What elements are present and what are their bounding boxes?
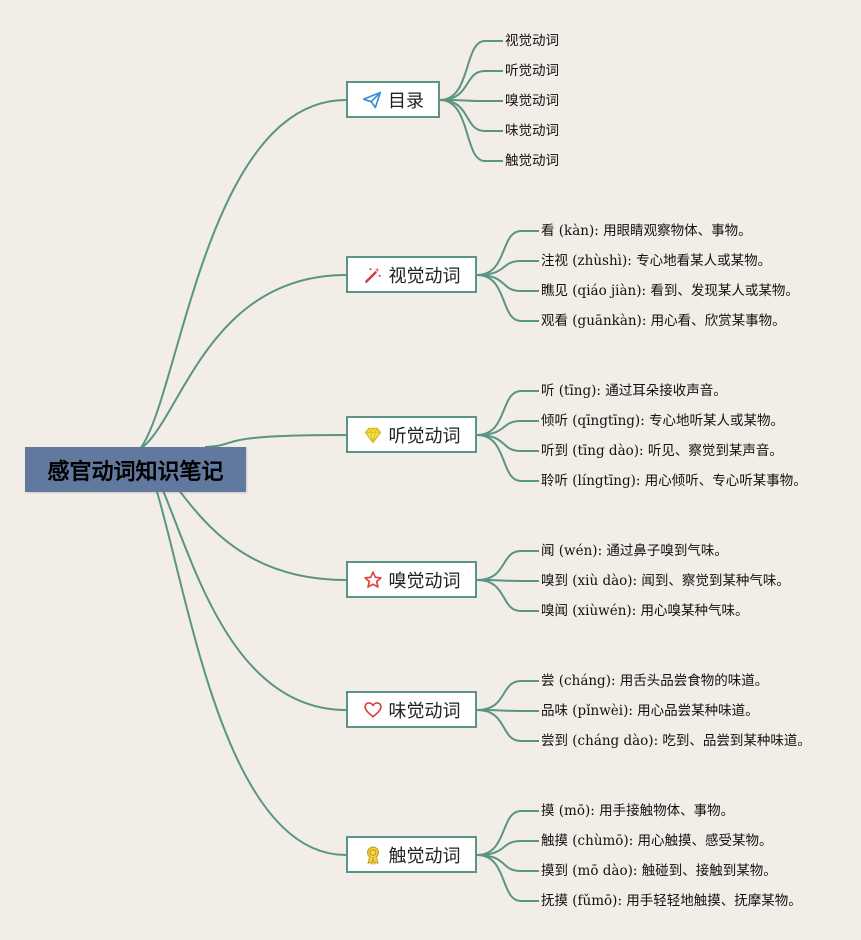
branch-label: 嗅觉动词 bbox=[388, 570, 461, 592]
list-item[interactable]: 看 (kàn): 用眼睛观察物体、事物。 bbox=[541, 223, 752, 239]
list-item[interactable]: 抚摸 (fǔmō): 用手轻轻地触摸、抚摩某物。 bbox=[541, 893, 802, 909]
list-item[interactable]: 嗅闻 (xiùwén): 用心嗅某种气味。 bbox=[541, 603, 749, 619]
branch-label: 触觉动词 bbox=[388, 845, 461, 867]
root-connector bbox=[204, 434, 347, 448]
branch-label: 视觉动词 bbox=[388, 265, 461, 287]
leaf-connector bbox=[476, 420, 539, 436]
leaf-connector bbox=[439, 99, 503, 132]
root-connector bbox=[139, 99, 347, 450]
list-item[interactable]: 倾听 (qīngtīng): 专心地听某人或某物。 bbox=[541, 413, 785, 429]
list-item[interactable]: 触摸 (chùmō): 用心触摸、感受某物。 bbox=[541, 833, 773, 849]
list-item[interactable]: 摸到 (mō dào): 触碰到、接触到某物。 bbox=[541, 863, 777, 879]
branch-label: 目录 bbox=[388, 90, 424, 112]
branch-tactile-verbs[interactable]: 触觉动词 bbox=[346, 836, 477, 873]
heart-icon bbox=[363, 700, 383, 720]
leaf-connector bbox=[476, 550, 539, 581]
leaf-connector bbox=[476, 680, 539, 711]
leaf-connector bbox=[476, 579, 539, 612]
list-item[interactable]: 品味 (pǐnwèi): 用心品尝某种味道。 bbox=[541, 703, 759, 719]
list-item[interactable]: 摸 (mō): 用手接触物体、事物。 bbox=[541, 803, 735, 819]
branch-gustatory-verbs[interactable]: 味觉动词 bbox=[346, 691, 477, 728]
leaf-connector bbox=[476, 260, 539, 276]
list-item[interactable]: 听觉动词 bbox=[505, 63, 559, 79]
leaf-connector bbox=[476, 854, 539, 902]
leaf-connector bbox=[476, 274, 539, 322]
leaf-connector bbox=[476, 709, 539, 742]
root-connector bbox=[139, 274, 347, 450]
root-topic[interactable]: 感官动词知识笔记 bbox=[25, 447, 246, 492]
diamond-icon bbox=[363, 425, 383, 445]
list-item[interactable]: 触觉动词 bbox=[505, 153, 559, 169]
leaf-connector bbox=[476, 810, 539, 856]
leaf-connector bbox=[439, 70, 503, 101]
leaf-connector bbox=[476, 230, 539, 276]
branch-label: 味觉动词 bbox=[388, 700, 461, 722]
list-item[interactable]: 注视 (zhùshì): 专心地看某人或某物。 bbox=[541, 253, 772, 269]
list-item[interactable]: 尝 (cháng): 用舌头品尝食物的味道。 bbox=[541, 673, 769, 689]
list-item[interactable]: 瞧见 (qiáo jiàn): 看到、发现某人或某物。 bbox=[541, 283, 799, 299]
leaf-connector bbox=[439, 99, 503, 162]
medal-icon bbox=[363, 845, 383, 865]
branch-label: 听觉动词 bbox=[388, 425, 461, 447]
leaf-connector bbox=[476, 840, 539, 856]
list-item[interactable]: 嗅到 (xiù dào): 闻到、察觉到某种气味。 bbox=[541, 573, 790, 589]
magic-wand-icon bbox=[363, 265, 383, 285]
root-topic-label: 感官动词知识笔记 bbox=[47, 459, 224, 485]
list-item[interactable]: 聆听 (língtīng): 用心倾听、专心听某事物。 bbox=[541, 473, 807, 489]
branch-visual-verbs[interactable]: 视觉动词 bbox=[346, 256, 477, 293]
paper-plane-icon bbox=[362, 90, 382, 110]
leaf-connector bbox=[476, 434, 539, 482]
branch-auditory-verbs[interactable]: 听觉动词 bbox=[346, 416, 477, 453]
list-item[interactable]: 听 (tīng): 通过耳朵接收声音。 bbox=[541, 383, 727, 399]
star-icon bbox=[363, 570, 383, 590]
list-item[interactable]: 嗅觉动词 bbox=[505, 93, 559, 109]
leaf-connector bbox=[439, 40, 503, 101]
list-item[interactable]: 观看 (guānkàn): 用心看、欣赏某事物。 bbox=[541, 313, 786, 329]
list-item[interactable]: 听到 (tīng dào): 听见、察觉到某声音。 bbox=[541, 443, 783, 459]
list-item[interactable]: 闻 (wén): 通过鼻子嗅到气味。 bbox=[541, 543, 728, 559]
list-item[interactable]: 尝到 (cháng dào): 吃到、品尝到某种味道。 bbox=[541, 733, 811, 749]
list-item[interactable]: 视觉动词 bbox=[505, 33, 559, 49]
leaf-connector bbox=[476, 390, 539, 436]
branch-olfactory-verbs[interactable]: 嗅觉动词 bbox=[346, 561, 477, 598]
list-item[interactable]: 味觉动词 bbox=[505, 123, 559, 139]
branch-toc[interactable]: 目录 bbox=[346, 81, 440, 118]
